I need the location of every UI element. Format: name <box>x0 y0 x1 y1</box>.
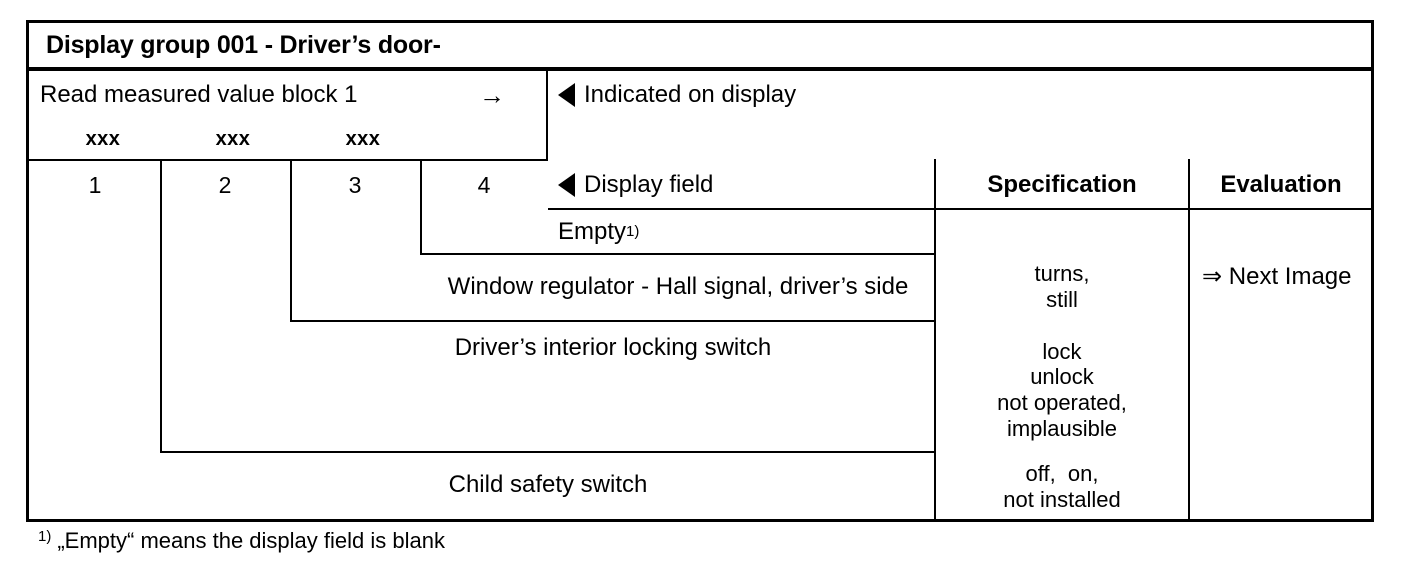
indicated-on-display-label: Indicated on display <box>584 81 797 108</box>
step-line-channel-2-horizontal <box>160 451 936 453</box>
channel-number-2: 2 <box>218 171 232 198</box>
channel-number-4: 4 <box>477 171 491 198</box>
channel-number-3: 3 <box>348 171 362 198</box>
evaluation-header: Evaluation <box>1220 171 1342 198</box>
row-child-safety-display-field: Child safety switch <box>448 471 648 498</box>
channel-header-top-rule <box>26 159 548 161</box>
footnote-marker: 1) <box>38 528 52 545</box>
specification-column-divider <box>934 159 936 522</box>
specification-header: Specification <box>987 171 1137 198</box>
step-line-channel-3-horizontal <box>290 320 936 322</box>
step-line-channel-3-vertical <box>290 159 292 322</box>
display-field-label: Display field <box>584 171 714 198</box>
row-locking-switch-display-field: Driver’s interior locking switch <box>454 334 772 361</box>
row-child-safety-specification: off, on, not installed <box>1003 461 1121 512</box>
channel-mark-3: xxx <box>345 127 381 150</box>
right-arrow-icon: → <box>479 80 505 110</box>
right-header-underline <box>548 208 1374 210</box>
indicated-on-display-group: Indicated on display <box>558 76 938 114</box>
step-line-channel-2-vertical <box>160 159 162 453</box>
triangle-left-icon <box>558 83 575 107</box>
row-empty-label: Empty <box>558 218 627 245</box>
read-measured-value-block-label: Read measured value block 1 <box>40 81 358 108</box>
triangle-left-icon-2 <box>558 173 575 197</box>
title-underline <box>26 67 1374 71</box>
display-field-group: Display field <box>558 162 928 208</box>
row-locking-switch-specification: lock unlock not operated, implausible <box>997 338 1127 441</box>
step-line-channel-4-horizontal <box>420 253 936 255</box>
title-bar: Display group 001 - Driver’s door- <box>29 23 1371 67</box>
page-title: Display group 001 - Driver’s door- <box>46 30 441 59</box>
step-line-channel-4-vertical <box>420 159 422 255</box>
row-window-regulator-display-field: Window regulator - Hall signal, driver’s… <box>447 273 909 300</box>
footnote-text: „Empty“ means the display field is blank <box>57 528 445 553</box>
header-divider-vertical <box>546 69 548 161</box>
channel-number-1: 1 <box>88 171 102 198</box>
table-frame <box>26 20 1374 522</box>
channel-mark-1: xxx <box>85 127 121 150</box>
footnote: 1) „Empty“ means the display field is bl… <box>38 528 445 554</box>
row-window-regulator-specification: turns, still <box>1034 261 1090 312</box>
row-window-regulator-evaluation: ⇒ Next Image <box>1202 263 1352 290</box>
channel-mark-2: xxx <box>215 127 251 150</box>
evaluation-column-divider <box>1188 159 1190 522</box>
